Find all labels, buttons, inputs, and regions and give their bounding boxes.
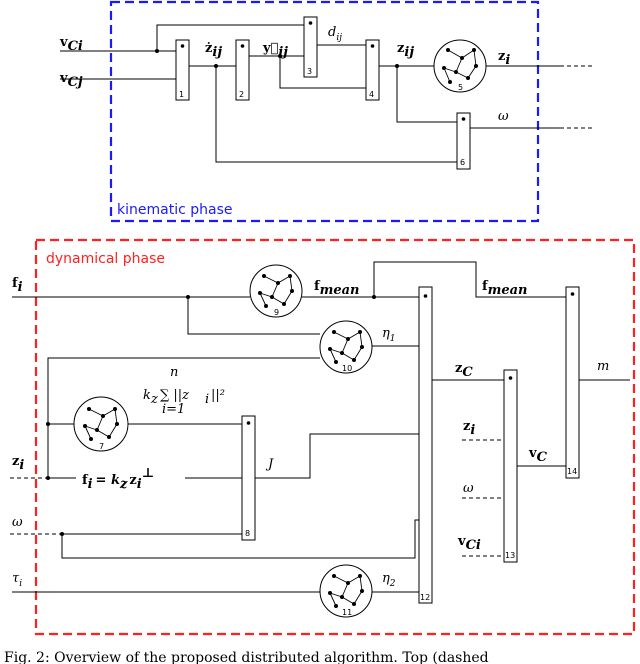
label-omega-13: ω [463,481,474,496]
wire-zdot-to-6 [215,66,457,163]
block-12 [418,286,433,604]
label-fmean-2: fmean [482,279,528,298]
block-2-number: 2 [239,90,244,99]
block-7-number: 7 [99,442,104,451]
input-vci-label: vCi [59,35,83,54]
block-13-number: 13 [505,551,515,560]
input-fi-label: fi [12,276,23,295]
label-vC: vC [528,446,548,465]
block-11-number: 11 [342,608,352,617]
output-m-label: m [597,359,609,374]
block-1 [175,39,190,101]
kinematic-phase-frame [109,0,540,223]
label-y-ij: y⃗ij [262,41,288,60]
sum-expression: n k z ∑ ||z i ||² i=1 [143,365,225,417]
block-5-number: 5 [458,83,463,92]
svg-text:k: k [143,388,151,403]
wire-y-to-4 [279,56,366,89]
output-zi-label: zi [498,49,510,68]
wire-zi-to-10 [47,357,320,478]
block-4 [365,39,380,101]
wire-fmean-to-14 [373,261,566,298]
input-zi-label: zi [12,454,24,473]
svg-text:i=1: i=1 [162,402,185,417]
wire-z-to-6 [396,66,457,123]
label-zC: zC [455,361,473,380]
dynamical-phase-title: dynamical phase [46,251,165,267]
label-zi-13: zi [463,419,475,438]
block-13 [503,369,518,563]
input-omega-label: ω [12,515,23,530]
block-2 [235,39,250,101]
label-fmean: fmean [314,279,360,298]
label-vci-13: vCi [457,534,481,553]
wire-omega-to-12 [61,519,419,559]
block-12-number: 12 [420,593,430,602]
block-14 [565,286,580,479]
label-z-ij: zij [397,41,414,60]
block-3 [303,16,318,78]
wire-vci-to-3 [156,24,304,51]
label-eta2: η2 [382,571,396,589]
wire-8-to-12 [255,433,419,479]
input-tau-label: τi [12,571,22,589]
block-6 [456,112,471,170]
dynamical-phase-frame [34,238,636,636]
block-7-graph [73,396,129,452]
block-10-number: 10 [342,364,352,373]
svg-text:n: n [170,365,178,380]
block-6-number: 6 [460,158,465,167]
label-zdot-ij: żij [205,41,222,60]
block-14-number: 14 [567,467,577,476]
label-eta1: η1 [382,326,396,344]
block-9-number: 9 [274,308,279,317]
label-d-ij: dij [328,25,342,43]
svg-text:∑ ||z: ∑ ||z [160,388,189,403]
block-10-graph [319,320,373,374]
input-vcj-label: vCj [59,71,83,90]
kinematic-phase-title: kinematic phase [117,202,232,218]
block-3-number: 3 [307,67,312,76]
block-8 [241,415,256,541]
block-4-number: 4 [369,90,374,99]
block-8-number: 8 [245,529,250,538]
label-J: J [265,457,274,472]
block-5-graph [433,39,487,93]
figure-caption: Fig. 2: Overview of the proposed distrib… [4,650,489,664]
block-9-graph [249,264,303,318]
svg-text:i: i [205,392,209,407]
block-11-graph [319,564,373,618]
wire-fi-to-10 [187,297,320,335]
output-omega-label: ω [498,109,509,124]
svg-text:z: z [150,392,158,407]
block-1-number: 1 [179,90,184,99]
svg-text:||²: ||² [211,388,225,403]
